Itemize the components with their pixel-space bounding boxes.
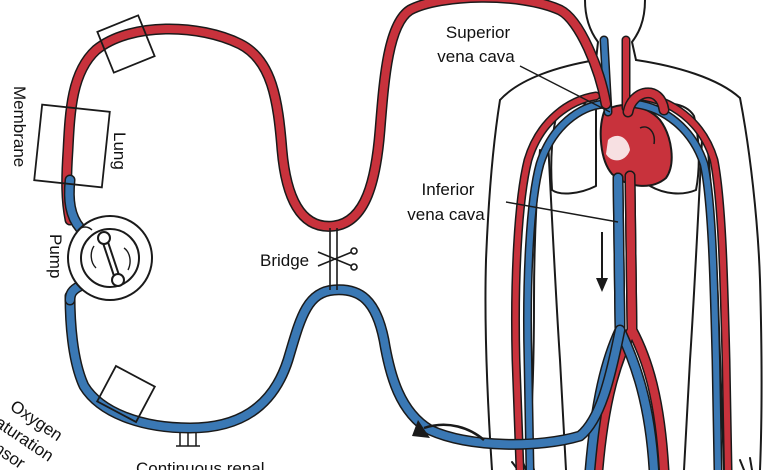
bridge-connector [317, 228, 358, 290]
venous-tubing [63, 174, 626, 450]
label-bridge: Bridge [260, 251, 309, 270]
arterial-tubing [61, 0, 612, 232]
label-superior-vena-cava-line2: vena cava [437, 47, 515, 66]
label-continuous-renal: Continuous renal [136, 459, 265, 470]
label-membrane: Membrane [10, 86, 29, 167]
label-superior-vena-cava-line1: Superior [446, 23, 511, 42]
membrane-lung [33, 103, 111, 189]
label-inferior-vena-cava-line1: Inferior [422, 180, 475, 199]
pump [67, 215, 153, 301]
oxygen-saturation-sensor [95, 364, 157, 424]
leader-lines [505, 65, 619, 223]
top-device-box [96, 14, 156, 74]
clamp-icon [317, 247, 358, 271]
label-pump: Pump [46, 234, 65, 278]
arrow-head-left-icon [412, 420, 430, 438]
flow-arrow-curved [423, 423, 485, 441]
renal-port-connector [176, 432, 200, 447]
label-inferior-vena-cava-line2: vena cava [407, 205, 485, 224]
arrow-head-down-icon [596, 278, 608, 292]
label-oxygen-group: Oxygen saturation sensor [0, 396, 66, 470]
heart [599, 104, 673, 187]
label-lung: Lung [110, 132, 129, 170]
